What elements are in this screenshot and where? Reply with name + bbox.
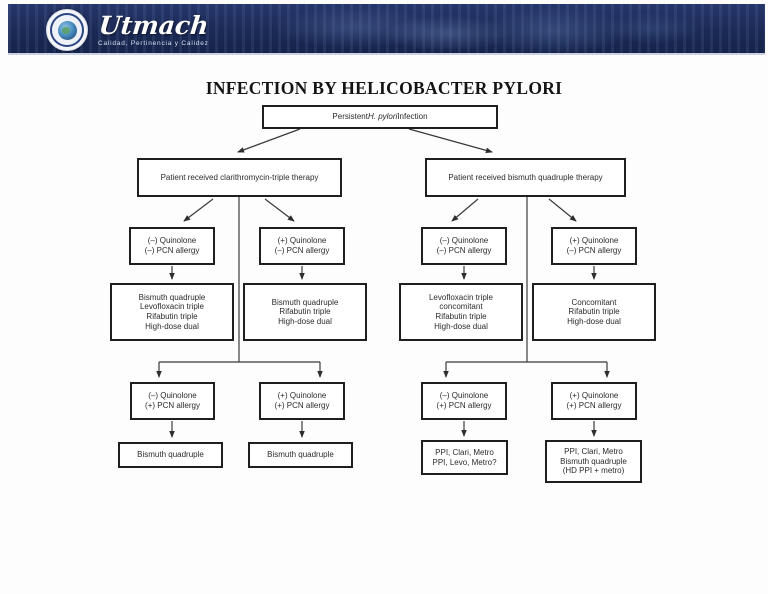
flow-node-right-qneg-pcnneg: (–) Quinolone (–) PCN allergy bbox=[421, 227, 507, 265]
seal-globe bbox=[57, 20, 77, 40]
flow-node-left-qneg-pcnpos: (–) Quinolone (+) PCN allergy bbox=[130, 382, 215, 420]
flow-node-persistent-infection: Persistent H. pylori Infection bbox=[262, 105, 498, 129]
flow-node-bismuth-branch: Patient received bismuth quadruple thera… bbox=[425, 158, 626, 197]
flow-node-right-qpos-pcnneg: (+) Quinolone (–) PCN allergy bbox=[551, 227, 637, 265]
root-text-italic: H. pylori bbox=[367, 112, 398, 122]
utmach-seal-icon bbox=[46, 9, 88, 51]
flow-node-tx-left-2: Bismuth quadruple Rifabutin triple High-… bbox=[243, 283, 367, 341]
header-banner: Utmach Calidad, Pertinencia y Calidez bbox=[8, 4, 765, 53]
flow-node-right-qneg-pcnpos: (–) Quinolone (+) PCN allergy bbox=[421, 382, 507, 420]
root-text-pre: Persistent bbox=[332, 112, 368, 122]
root-text-post: Infection bbox=[397, 112, 428, 122]
flow-node-bismuth-quadruple-1: Bismuth quadruple bbox=[118, 442, 223, 468]
flow-node-left-qpos-pcnpos: (+) Quinolone (+) PCN allergy bbox=[259, 382, 345, 420]
flow-node-right-qpos-pcnpos: (+) Quinolone (+) PCN allergy bbox=[551, 382, 637, 420]
seal-ring bbox=[50, 13, 84, 47]
page-title: INFECTION BY HELICOBACTER PYLORI bbox=[205, 78, 563, 98]
flow-node-tx-left-1: Bismuth quadruple Levofloxacin triple Ri… bbox=[110, 283, 234, 341]
flow-node-bismuth-quadruple-2: Bismuth quadruple bbox=[248, 442, 353, 468]
flow-node-left-qpos-pcnneg: (+) Quinolone (–) PCN allergy bbox=[259, 227, 345, 265]
flow-node-left-qneg-pcnneg: (–) Quinolone (–) PCN allergy bbox=[129, 227, 215, 265]
logo-tagline: Calidad, Pertinencia y Calidez bbox=[98, 40, 209, 47]
flow-node-ppi-bismuth-hd: PPI, Clari, Metro Bismuth quadruple (HD … bbox=[545, 440, 642, 483]
banner-divider-line bbox=[8, 53, 765, 55]
flow-node-tx-right-1: Levofloxacin triple concomitant Rifabuti… bbox=[399, 283, 523, 341]
utmach-logo: Utmach Calidad, Pertinencia y Calidez bbox=[46, 9, 210, 51]
flow-node-clarithromycin-branch: Patient received clarithromycin-triple t… bbox=[137, 158, 342, 197]
flow-node-tx-right-2: Concomitant Rifabutin triple High-dose d… bbox=[532, 283, 656, 341]
flow-node-ppi-clari-metro: PPI, Clari, Metro PPI, Levo, Metro? bbox=[421, 440, 508, 475]
logo-wordmark: Utmach bbox=[97, 11, 210, 40]
